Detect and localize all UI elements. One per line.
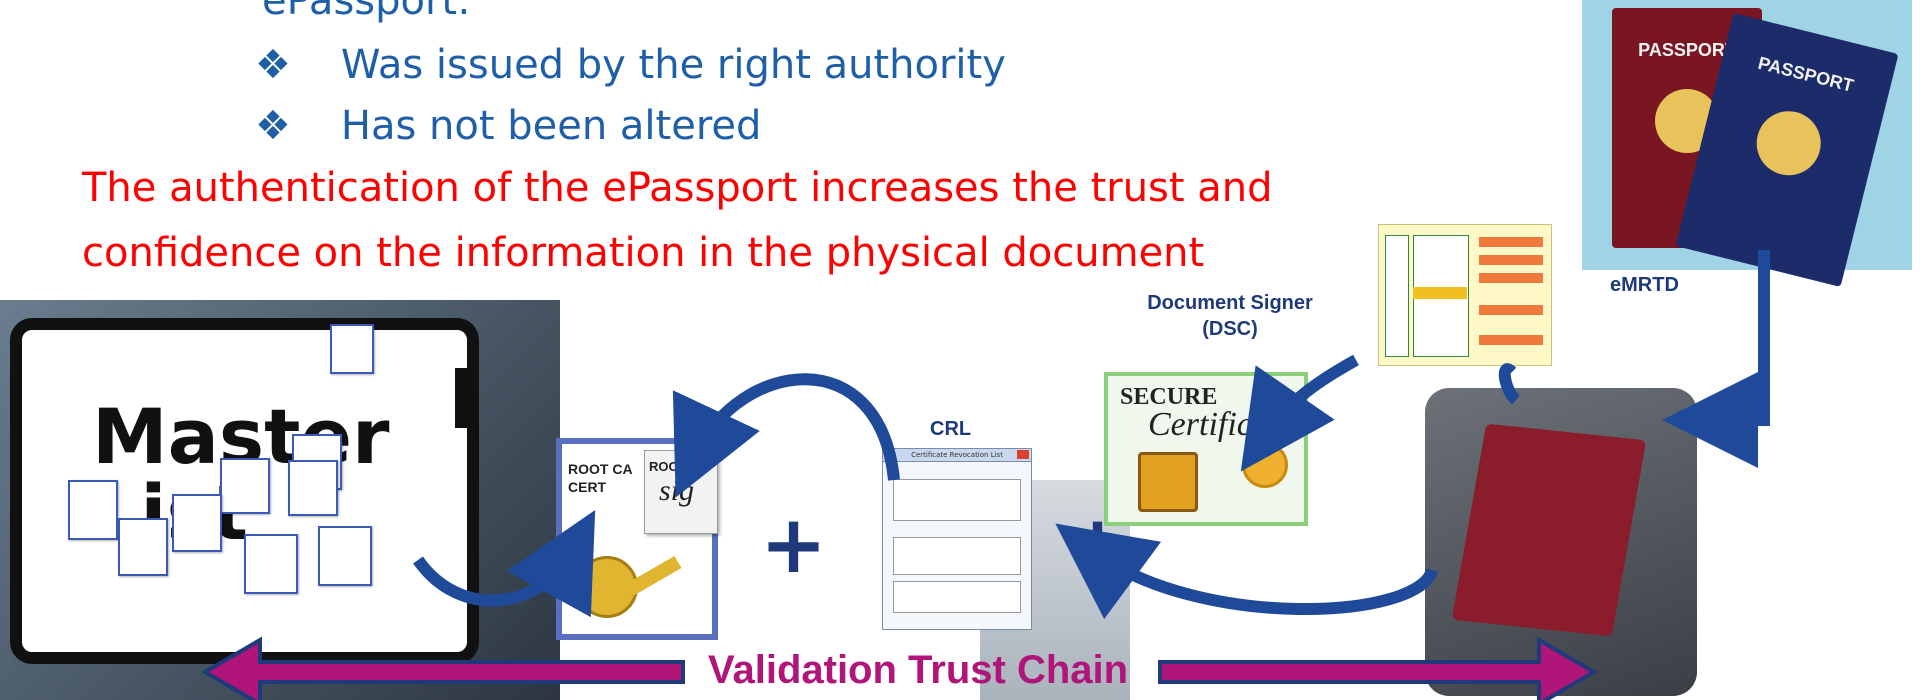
master-list-box: Master List <box>10 318 479 664</box>
diamond-bullet-icon: ❖ <box>255 42 291 88</box>
diamond-bullet-icon: ❖ <box>255 103 291 149</box>
diagram-highlight <box>1413 287 1467 299</box>
diagram-boxes <box>1479 305 1543 315</box>
master-cert-icon <box>118 518 168 576</box>
document-signer-line2: (DSC) <box>1202 318 1258 340</box>
bullet-text: Has not been altered <box>340 103 762 149</box>
sig-text: sig <box>659 474 695 507</box>
root-ca-sig-text: ROOT CA <box>649 459 709 474</box>
master-cert-icon <box>318 526 372 586</box>
secure-text: SECURE <box>1120 384 1218 410</box>
root-ca-cert-label: ROOT CA CERT <box>568 460 633 496</box>
padlock-icon <box>1138 452 1198 512</box>
cert-text: CERT <box>568 479 607 495</box>
plus-sign: + <box>760 498 828 591</box>
close-icon <box>1017 450 1029 459</box>
validation-trust-chain-label: Validation Trust Chain <box>708 648 1129 692</box>
intro-line: ePassport: <box>262 0 471 24</box>
diagram-boxes <box>1479 255 1543 265</box>
crl-entry-area <box>893 537 1021 575</box>
root-ca-text: ROOT CA <box>568 461 633 477</box>
red-statement-line1: The authentication of the ePassport incr… <box>82 165 1273 211</box>
master-cert-icon <box>172 494 222 552</box>
secure-certificate: SECURE Certificate <box>1104 372 1308 526</box>
master-cert-icon <box>220 458 270 514</box>
reader-passport <box>1451 423 1647 637</box>
crl-label: CRL <box>930 418 972 440</box>
diagram-boxes <box>1479 273 1543 283</box>
passport-red-label: PASSPORT <box>1638 40 1736 60</box>
bullet-item: ❖ Has not been altered <box>255 103 761 149</box>
crl-window-titlebar: Certificate Revocation List <box>883 449 1031 462</box>
passport-reader <box>1425 388 1697 696</box>
master-cert-icon <box>330 324 374 374</box>
crl-window: Certificate Revocation List <box>882 448 1032 630</box>
master-cert-icon <box>244 534 298 594</box>
master-cert-icon <box>288 460 338 516</box>
document-signer-line1: Document Signer <box>1147 292 1313 314</box>
passport-blue-label: PASSPORT <box>1756 52 1856 96</box>
globe-icon <box>1749 104 1828 182</box>
crl-list-area <box>893 479 1021 521</box>
emrtd-label: eMRTD <box>1610 274 1679 296</box>
document-structure-diagram <box>1378 224 1552 366</box>
diagram-boxes <box>1479 335 1543 345</box>
bullet-text: Was issued by the right authority <box>340 42 1006 88</box>
crl-value-area <box>893 581 1021 613</box>
document-signer-label: Document Signer (DSC) <box>1120 290 1340 342</box>
root-ca-sig: ROOT CA sig <box>644 450 718 534</box>
diagram-column <box>1385 235 1409 357</box>
seal-icon <box>1242 442 1288 488</box>
master-list-tab <box>455 368 477 428</box>
master-cert-icon <box>68 480 118 540</box>
certificate-text: Certificate <box>1148 406 1294 443</box>
red-statement-line2: confidence on the information in the phy… <box>82 230 1205 276</box>
diagram-boxes <box>1479 237 1543 247</box>
passports-image: PASSPORT PASSPORT <box>1582 0 1912 287</box>
crl-window-title: Certificate Revocation List <box>911 451 1003 459</box>
bullet-item: ❖ Was issued by the right authority <box>255 42 1006 88</box>
